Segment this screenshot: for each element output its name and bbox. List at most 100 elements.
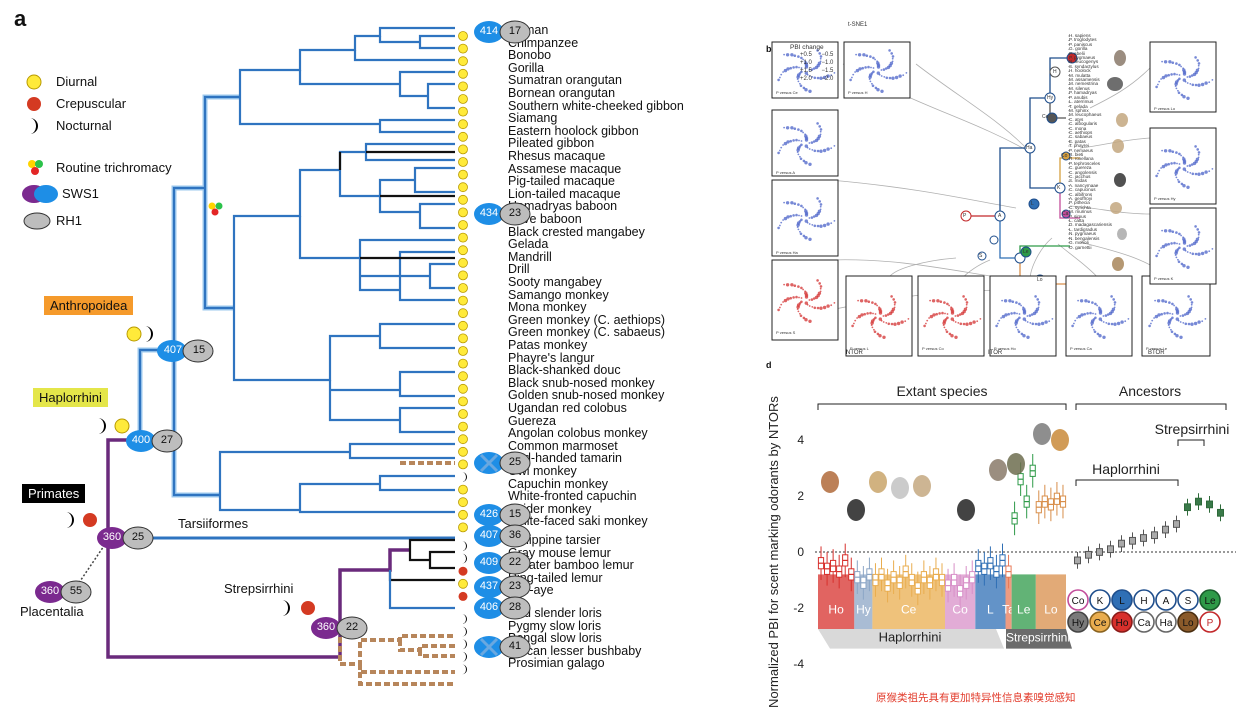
tsne-point — [882, 315, 885, 317]
tsne-point — [867, 300, 871, 304]
ancestor-node-label: Ho — [1116, 618, 1129, 629]
species-label: Sumatran orangutan — [508, 73, 622, 88]
tsne-point — [1178, 74, 1181, 76]
tsne-point — [1154, 299, 1156, 302]
tsne-point — [929, 314, 934, 319]
tip-species-label: T. gelada — [1069, 103, 1088, 109]
tsne-point — [1091, 326, 1094, 329]
tsne-point — [857, 53, 862, 57]
tsne-point — [871, 301, 874, 304]
tsne-point — [1171, 230, 1175, 233]
tsne-point — [1113, 306, 1116, 309]
tsne-point — [884, 314, 888, 317]
haplorrhini-base — [818, 629, 1004, 649]
tsne-point — [1020, 332, 1024, 336]
tip-species-label: D. madagascariensis — [1069, 222, 1112, 228]
tip-species-label: P. pygmaeus — [1069, 55, 1096, 61]
node-letter: Ce — [1042, 114, 1049, 120]
tsne-point — [1124, 320, 1127, 323]
tsne-point — [1174, 85, 1177, 87]
species-label: White-fronted capuchin — [508, 489, 637, 504]
tsne-point — [1071, 324, 1074, 328]
tsne-point — [965, 301, 969, 304]
tsne-point — [810, 298, 814, 301]
tsne-point — [1024, 319, 1027, 322]
tsne-point — [1018, 302, 1021, 306]
tsne-point — [870, 324, 873, 326]
tsne-point — [1048, 320, 1051, 323]
diurnal-icon — [458, 106, 468, 117]
tsne-point — [870, 319, 875, 323]
ancestor-box — [1162, 525, 1169, 534]
tsne-point — [826, 147, 830, 151]
tsne-point — [857, 314, 862, 319]
tip-species-label: A. nancymaae — [1069, 182, 1099, 188]
tsne-point — [890, 295, 893, 298]
tsne-point — [1026, 321, 1029, 323]
tip-species-label: P. troglodytes — [1069, 37, 1097, 43]
tsne-point — [796, 73, 801, 77]
group-label: Le — [1017, 603, 1031, 617]
tsne-point — [887, 322, 891, 326]
tsne-point — [1167, 242, 1170, 246]
tsne-point — [800, 218, 803, 222]
rhesus-rh1: 23 — [508, 207, 522, 219]
diurnal-icon — [458, 182, 468, 193]
tip-species-label: M. silenus — [1069, 85, 1090, 91]
tsne-point — [1000, 317, 1002, 319]
ancestor-node-circle — [1067, 589, 1089, 611]
tip-species-label: C. albifrons — [1069, 191, 1093, 197]
tsne-point — [1120, 320, 1124, 324]
tsne-point — [1112, 298, 1115, 301]
tsne-point — [876, 332, 880, 336]
tsne-point — [804, 213, 809, 217]
tsne-point — [965, 303, 968, 306]
tsne-point — [867, 65, 870, 69]
ayeaye-rh1: 28 — [508, 601, 522, 613]
tsne-point — [1184, 80, 1187, 83]
tsne-point — [1174, 249, 1179, 253]
tsne-point — [780, 73, 783, 76]
tsne-point — [1093, 330, 1097, 334]
tsne-point — [1171, 316, 1174, 320]
ancestor-node-circle — [1199, 589, 1221, 611]
tsne-point — [1186, 265, 1190, 269]
tsne-point — [816, 197, 819, 200]
tip-species-label: L. aterrimus — [1069, 99, 1094, 105]
nocturnal-icon — [462, 664, 467, 675]
tsne-point — [1184, 249, 1187, 252]
versus-label: P versus Co — [922, 346, 944, 351]
tsne-point — [1074, 319, 1077, 322]
tsne-point — [808, 69, 811, 71]
node-letter: Le — [1023, 249, 1029, 255]
tsne-point — [802, 58, 804, 61]
tsne-point — [1037, 303, 1040, 306]
tsne-point — [942, 324, 945, 326]
tsne-point — [1164, 163, 1168, 167]
ancestor-node-label: P — [1207, 618, 1214, 629]
tsne-point — [876, 88, 880, 92]
strep-crepuscular-icon — [301, 601, 315, 615]
tsne-point — [1008, 299, 1012, 303]
species-label: Mona monkey — [508, 300, 587, 315]
tsne-point — [790, 53, 794, 57]
diurnal-icon — [458, 459, 468, 470]
tsne-point — [1197, 236, 1200, 239]
y-tick-label: -2 — [793, 601, 804, 615]
tsne-point — [942, 319, 947, 323]
tsne-point — [1175, 62, 1178, 65]
tsne-point — [855, 68, 860, 73]
diurnal-icon — [458, 421, 468, 432]
tsne-point — [1168, 60, 1172, 64]
diurnal-icon — [458, 194, 468, 205]
tsne-point — [1183, 313, 1187, 316]
versus-label: P versus Le — [1146, 346, 1168, 351]
tsne-point — [819, 290, 822, 293]
tsne-point — [1178, 246, 1181, 250]
y-tick-label: 4 — [797, 433, 804, 447]
pbi-legend-row: +1.5 −1.5 — [800, 68, 834, 74]
haplorrhini-sws1: 400 — [131, 434, 151, 446]
extant-bracket — [817, 403, 1067, 410]
tsne-point — [1161, 164, 1166, 169]
